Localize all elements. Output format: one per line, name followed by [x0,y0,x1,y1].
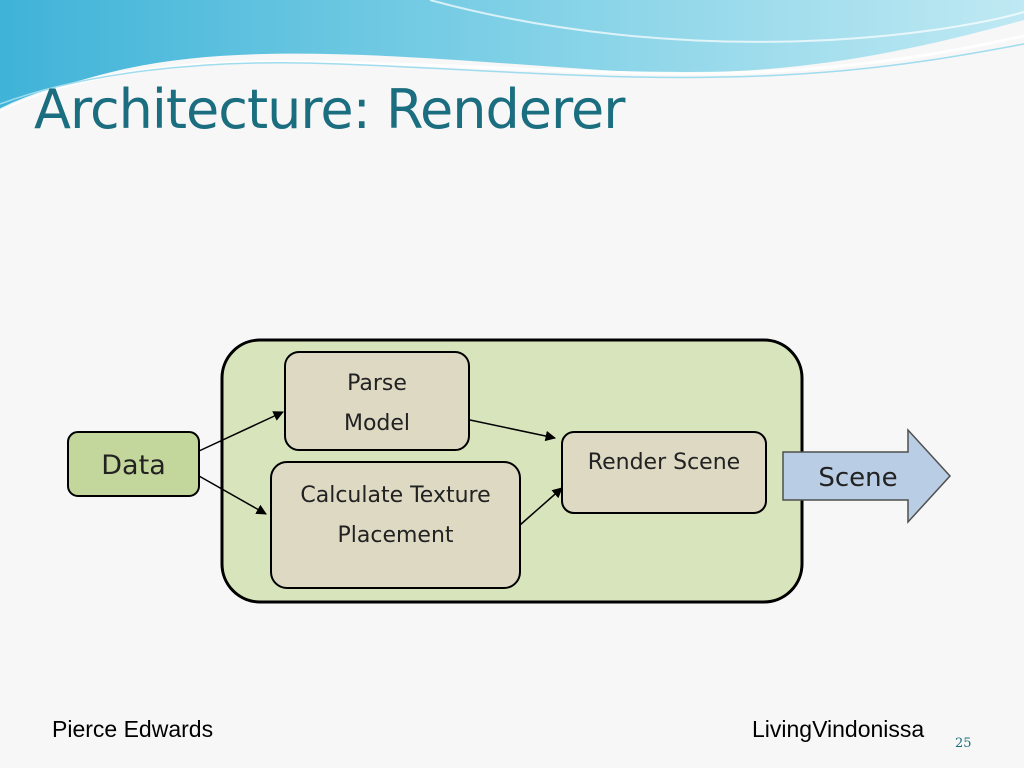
footer-project: LivingVindonissa [752,716,925,742]
calculate-texture-node: Calculate Texture Placement [270,461,521,589]
data-label: Data [101,450,165,481]
arrow-data-to-calculate [198,475,267,515]
scene-output-arrow: Scene [782,428,952,524]
scene-label: Scene [818,463,897,493]
calculate-texture-label-line2: Placement [337,523,453,548]
header-wave-decoration [0,0,1024,112]
calculate-texture-label-line1: Calculate Texture [300,483,490,508]
render-scene-label: Render Scene [588,450,740,475]
arrow-parse-to-render [469,419,557,442]
render-scene-node: Render Scene [561,431,767,514]
parse-model-node: Parse Model [284,351,470,451]
page-number: 25 [955,736,972,751]
slide-title: Architecture: Renderer [34,78,625,141]
parse-model-label-line2: Model [344,411,410,436]
footer-author: Pierce Edwards [52,716,214,742]
arrow-data-to-parse [198,411,284,452]
parse-model-label-line1: Parse [347,371,407,396]
data-node: Data [67,431,200,497]
arrow-calculate-to-render [519,487,563,526]
